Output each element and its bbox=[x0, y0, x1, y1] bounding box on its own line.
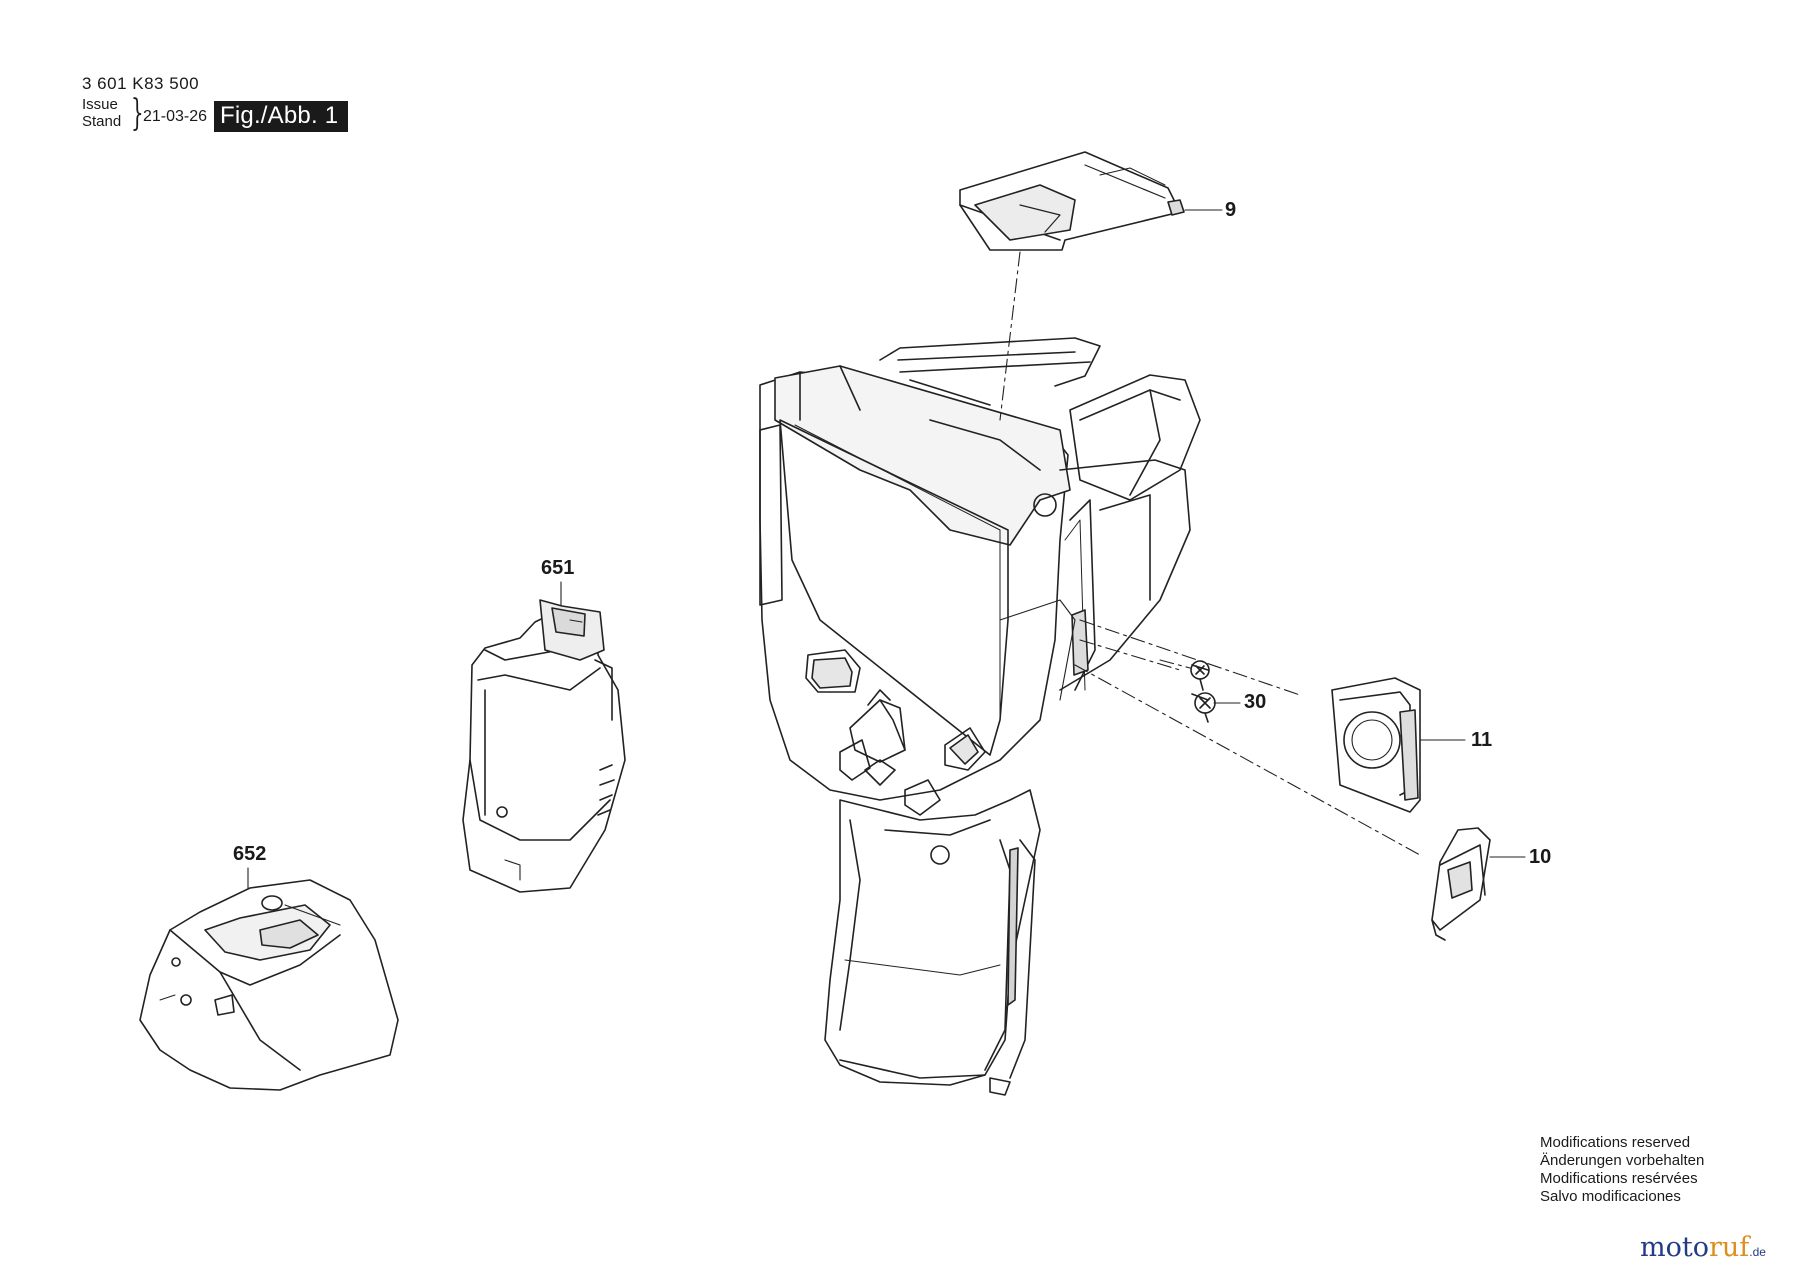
brace-glyph: } bbox=[131, 93, 144, 134]
callout-10: 10 bbox=[1529, 846, 1552, 868]
part-30-screws bbox=[1190, 660, 1216, 723]
issue-labels: Issue Stand bbox=[82, 96, 121, 130]
watermark-part1: moto bbox=[1640, 1232, 1709, 1263]
callout-11: 11 bbox=[1471, 729, 1493, 751]
callout-651: 651 bbox=[541, 557, 575, 579]
modifications-notice: Modifications reserved Änderungen vorbeh… bbox=[1540, 1134, 1704, 1206]
notice-de: Änderungen vorbehalten bbox=[1540, 1152, 1705, 1169]
watermark-tld: .de bbox=[1749, 1245, 1766, 1259]
stand-label: Stand bbox=[82, 113, 122, 130]
notice-fr: Modifications resérvées bbox=[1540, 1170, 1698, 1187]
callout-9: 9 bbox=[1225, 199, 1237, 221]
leader-lines bbox=[247, 209, 1526, 889]
assembly-lines bbox=[999, 251, 1421, 856]
issue-label: Issue bbox=[82, 96, 118, 113]
watermark-logo: motoruf.de bbox=[1640, 1232, 1766, 1263]
part-10-cap bbox=[1431, 827, 1491, 941]
part-11-frame bbox=[1331, 677, 1421, 813]
part-652-charger bbox=[139, 879, 399, 1091]
watermark-part2: ruf bbox=[1708, 1232, 1750, 1263]
part-number: 3 601 K83 500 bbox=[82, 74, 200, 93]
main-housing bbox=[759, 337, 1201, 1096]
part-9-cover bbox=[959, 151, 1185, 251]
figure-label: Fig./Abb. 1 bbox=[214, 101, 349, 132]
notice-en: Modifications reserved bbox=[1540, 1134, 1691, 1151]
notice-es: Salvo modificaciones bbox=[1540, 1188, 1681, 1205]
callout-652: 652 bbox=[233, 843, 267, 865]
issue-date: 21-03-26 bbox=[143, 108, 208, 125]
callout-30: 30 bbox=[1244, 691, 1267, 713]
part-651-battery bbox=[462, 599, 626, 893]
